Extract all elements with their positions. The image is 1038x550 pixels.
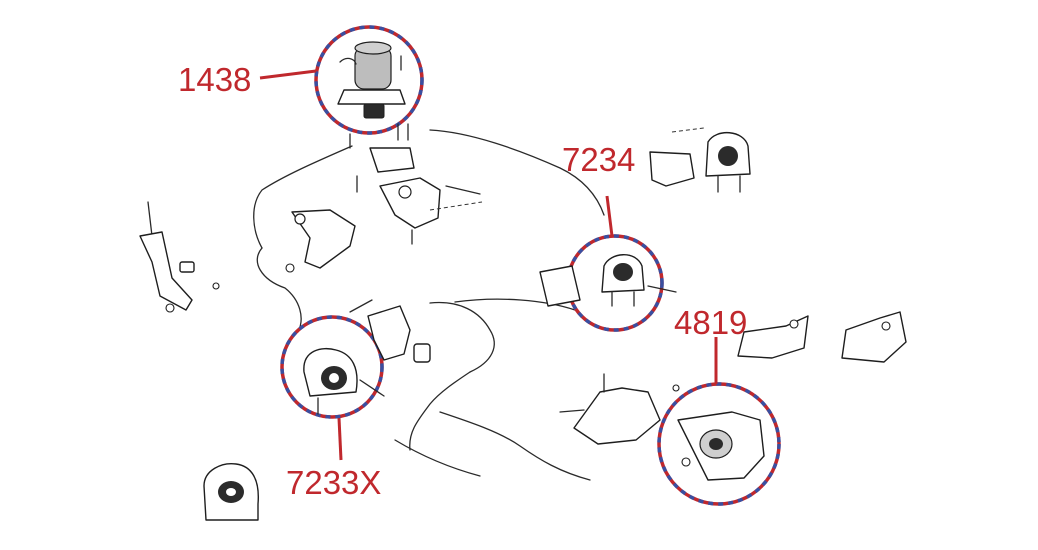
right-brackets <box>737 311 907 363</box>
left-bracket <box>139 201 220 313</box>
callout-label-7233x: 7233X <box>286 464 381 501</box>
center-bracket <box>379 177 483 245</box>
bracket-under-1438 <box>349 123 415 193</box>
bracket-near-7233x <box>349 299 431 363</box>
mount-7234-part <box>539 254 677 307</box>
engine-outline <box>253 129 605 481</box>
mount-1438-part <box>337 41 406 119</box>
upper-right-mounts <box>649 127 751 193</box>
mount-7233x-part <box>303 347 385 415</box>
callout-label-1438: 1438 <box>178 61 251 98</box>
bottom-left-mount <box>203 463 259 521</box>
callout-label-4819: 4819 <box>674 304 747 341</box>
lower-center-bracket <box>559 373 680 445</box>
mount-7233x-callout[interactable]: 7233X <box>280 315 384 501</box>
mount-1438-callout[interactable]: 1438 <box>178 25 424 135</box>
left-center-bracket <box>285 209 356 273</box>
mount-4819-part <box>677 411 765 481</box>
mount-4819-callout[interactable]: 4819 <box>657 304 781 506</box>
callout-label-7234: 7234 <box>562 141 635 178</box>
